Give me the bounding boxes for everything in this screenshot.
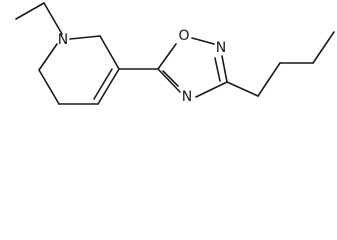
bond-c5-c6 — [38, 69, 60, 105]
bond-n2-c3 — [221, 55, 228, 83]
bond-ethyl-ch2-n — [43, 2, 63, 35]
bond-c3-n4 — [195, 81, 228, 98]
atom-label-n4: N — [182, 89, 192, 105]
bond-butyl-2 — [257, 62, 281, 97]
bond-butyl-1 — [226, 81, 259, 97]
bond-c3-c4-double — [93, 68, 113, 100]
structure-canvas: N O N N — [15, 2, 335, 105]
bond-n2-c3-double — [214, 57, 221, 82]
bond-n4-c5 — [157, 68, 181, 93]
atom-label-n1: N — [58, 32, 68, 48]
bond-c3-c4 — [97, 68, 120, 105]
molecule-diagram: N O N N — [15, 2, 335, 105]
bond-n-c2 — [69, 35, 101, 40]
bond-c6-n — [38, 43, 58, 71]
bond-n4-c5-double — [162, 70, 179, 87]
atom-label-n2: N — [216, 40, 226, 56]
bond-c5-o — [157, 43, 177, 70]
bond-butyl-4 — [312, 31, 335, 64]
atom-label-o1: O — [178, 28, 189, 44]
bond-o-n2 — [191, 37, 215, 45]
bond-c2-c3 — [99, 35, 120, 70]
bond-ethyl-ch3-ch2 — [15, 2, 45, 20]
